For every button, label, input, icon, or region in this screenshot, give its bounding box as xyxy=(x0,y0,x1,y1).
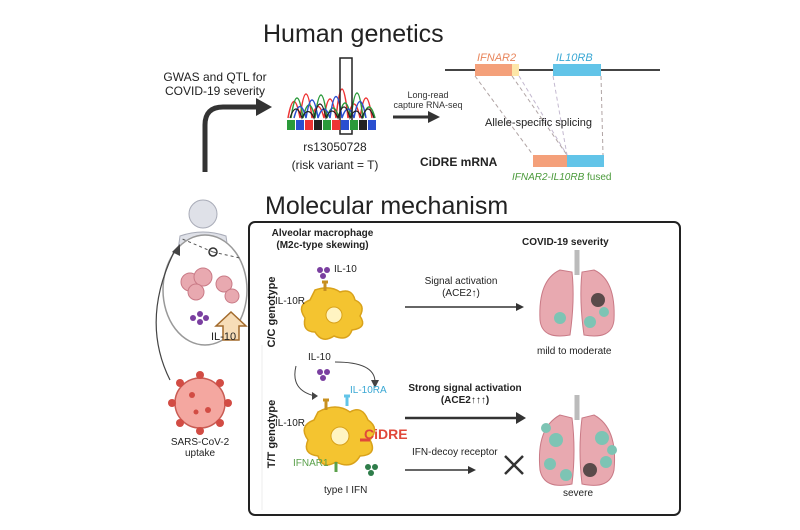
strong-signal-label: Strong signal activation(ACE2↑↑↑) xyxy=(408,383,522,406)
severity-title: COVID-19 severity xyxy=(522,237,609,248)
main-flow-arrowhead xyxy=(256,98,272,116)
ifnar1-label: IFNAR1 xyxy=(293,458,329,469)
signal-activation-label: Signal activation(ACE2↑) xyxy=(424,276,498,299)
mechanism-box xyxy=(248,221,681,516)
il10-dots-cc xyxy=(317,267,330,279)
il10ra-label: IL-10RA xyxy=(350,385,387,396)
blocked-x-icon xyxy=(504,455,524,475)
genome-track xyxy=(445,64,660,156)
gene-ifnar2: IFNAR2 xyxy=(477,52,517,64)
decoy-label: IFN-decoy receptor xyxy=(412,447,498,458)
human-genetics-title: Human genetics xyxy=(263,20,444,48)
tt-genotype-label: T/T genotype xyxy=(266,399,278,469)
sars-cov-2-virus-icon xyxy=(168,371,232,435)
risk-variant: (risk variant = T) xyxy=(291,158,379,172)
body-il10-label: IL-10 xyxy=(211,331,237,343)
macrophage-tt xyxy=(303,394,376,472)
macrophage-label: Alveolar macrophage(M2c-type skewing) xyxy=(271,228,374,251)
ifn-dots xyxy=(365,464,378,476)
fused-label: IFNAR2-IL10RB fused xyxy=(512,172,612,183)
alveoli xyxy=(180,267,240,304)
cidre-mrna-bar xyxy=(533,155,604,167)
main-flow-arrow xyxy=(202,104,258,172)
lungs-mild xyxy=(539,250,615,337)
increase-arrow-icon xyxy=(214,310,248,341)
lungs-severe xyxy=(538,395,617,486)
base-letters xyxy=(287,120,376,130)
cc-il10r-label: IL-10R xyxy=(275,296,306,307)
cc-genotype-label: C/C genotype xyxy=(266,276,278,348)
splicing-label: Allele-specific splicing xyxy=(485,117,592,129)
molecular-mechanism-title: Molecular mechanism xyxy=(265,192,509,220)
type1-ifn-label: type I IFN xyxy=(324,485,368,496)
tt-il10r-label: IL-10R xyxy=(275,418,306,429)
cidre-mrna-label: CiDRE mRNA xyxy=(420,155,498,169)
cc-il10-label: IL-10 xyxy=(334,264,357,275)
macrophage-cc xyxy=(300,280,364,340)
severe-label: severe xyxy=(563,488,594,499)
tt-il10-label: IL-10 xyxy=(308,352,331,363)
mild-label: mild to moderate xyxy=(537,346,612,357)
chromatogram xyxy=(285,57,378,135)
snp-highlight-box xyxy=(339,57,353,135)
il10-dots-tt xyxy=(317,369,330,381)
il10-dots-body xyxy=(190,311,209,325)
il10rb-exon xyxy=(553,64,601,76)
cidre-label: CiDRE xyxy=(364,426,408,442)
ifnar2-exon xyxy=(475,64,512,76)
gene-il10rb: IL10RB xyxy=(556,52,593,64)
snp-id: rs13050728 xyxy=(303,140,367,154)
